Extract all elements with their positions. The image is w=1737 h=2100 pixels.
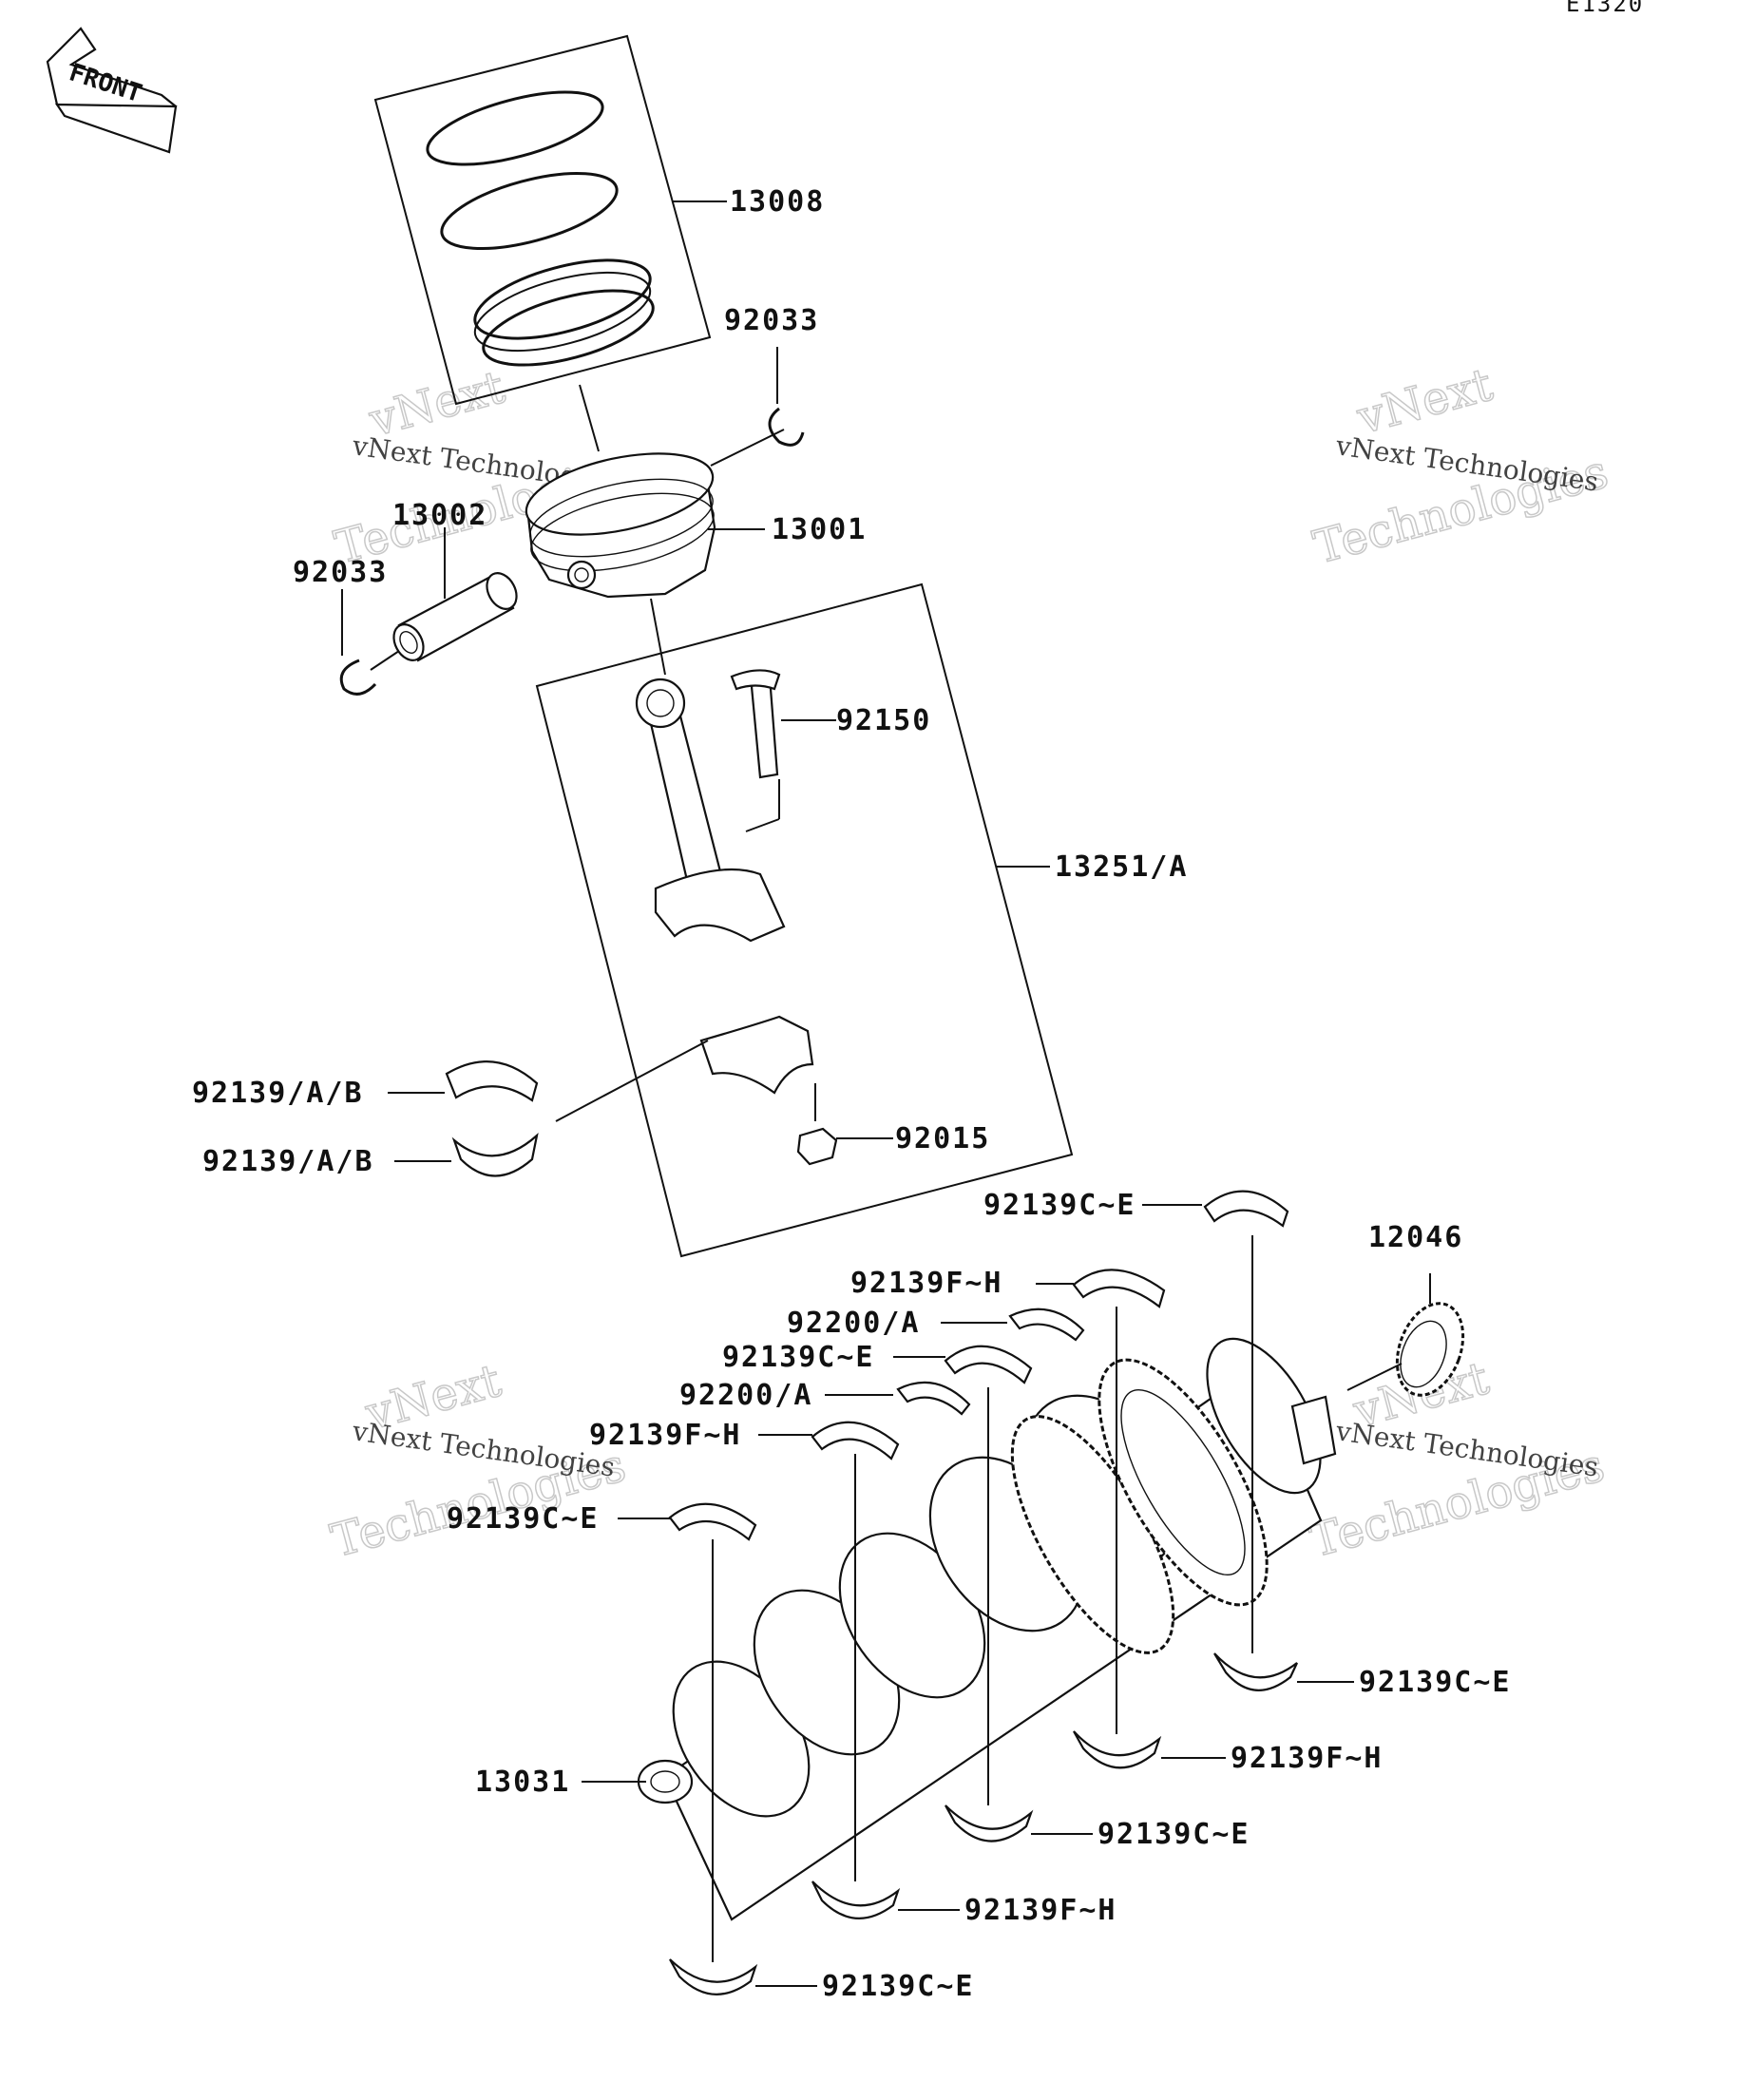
label-92139fh-4[interactable]: 92139F~H xyxy=(964,1894,1117,1927)
label-92200a-1[interactable]: 92200/A xyxy=(787,1307,920,1340)
circlip-upper[interactable] xyxy=(768,407,805,447)
sprocket-gear[interactable] xyxy=(1385,1294,1475,1404)
conrod-bearing-upper[interactable] xyxy=(445,1060,539,1102)
label-92200a-2[interactable]: 92200/A xyxy=(679,1379,812,1412)
watermark-line1: vNext xyxy=(1351,358,1498,446)
label-92139ce-5[interactable]: 92139C~E xyxy=(1098,1818,1250,1851)
watermark-caption-left-bottom: vNext Technologies xyxy=(350,1415,617,1483)
piston-pin[interactable] xyxy=(388,568,523,665)
main-bearing-upper-3[interactable] xyxy=(944,1345,1033,1384)
thrust-washer-1[interactable] xyxy=(1008,1308,1085,1342)
main-bearing-upper-5[interactable] xyxy=(668,1502,757,1541)
main-bearing-lower-2[interactable] xyxy=(1073,1730,1162,1769)
front-arrow-icon: FRONT xyxy=(46,27,178,154)
conrod-bearing-lower[interactable] xyxy=(451,1132,539,1177)
main-bearing-upper-4[interactable] xyxy=(811,1421,900,1460)
label-13002[interactable]: 13002 xyxy=(392,499,487,532)
main-bearing-lower-3[interactable] xyxy=(945,1804,1034,1842)
piston[interactable] xyxy=(519,439,720,599)
diagram-code: E1320 xyxy=(1566,0,1644,17)
main-bearing-upper-2[interactable] xyxy=(1072,1269,1166,1308)
label-92139ce-4[interactable]: 92139C~E xyxy=(1359,1666,1512,1699)
label-92033-top[interactable]: 92033 xyxy=(724,304,819,337)
label-92139fh-2[interactable]: 92139F~H xyxy=(589,1419,742,1452)
label-92033-left[interactable]: 92033 xyxy=(293,556,388,589)
label-13031[interactable]: 13031 xyxy=(475,1766,570,1799)
label-92139ab-2[interactable]: 92139/A/B xyxy=(202,1145,374,1178)
main-bearing-lower-5[interactable] xyxy=(669,1958,758,1995)
label-92139ce-3[interactable]: 92139C~E xyxy=(447,1502,600,1536)
label-13001[interactable]: 13001 xyxy=(772,513,867,546)
crankshaft[interactable] xyxy=(637,1321,1344,1921)
main-bearing-upper-1[interactable] xyxy=(1203,1190,1289,1228)
label-92139ce-2[interactable]: 92139C~E xyxy=(722,1341,875,1374)
label-92139ce-6[interactable]: 92139C~E xyxy=(822,1970,975,2003)
label-92015[interactable]: 92015 xyxy=(895,1122,990,1155)
thrust-washer-2[interactable] xyxy=(896,1381,971,1416)
main-bearing-lower-4[interactable] xyxy=(811,1880,901,1919)
piston-ring-set[interactable] xyxy=(373,34,712,406)
label-13008[interactable]: 13008 xyxy=(730,185,825,219)
label-12046[interactable]: 12046 xyxy=(1368,1221,1463,1254)
connecting-rod-assembly[interactable] xyxy=(535,582,1074,1258)
label-13251a[interactable]: 13251/A xyxy=(1055,850,1188,884)
label-92139ce-1[interactable]: 92139C~E xyxy=(983,1189,1136,1222)
main-bearing-lower-1[interactable] xyxy=(1213,1652,1298,1691)
label-92139ab-1[interactable]: 92139/A/B xyxy=(192,1077,364,1110)
label-92150[interactable]: 92150 xyxy=(836,704,931,737)
label-92139fh-3[interactable]: 92139F~H xyxy=(1231,1742,1384,1775)
circlip-lower[interactable] xyxy=(339,659,377,696)
label-92139fh-1[interactable]: 92139F~H xyxy=(850,1267,1003,1300)
